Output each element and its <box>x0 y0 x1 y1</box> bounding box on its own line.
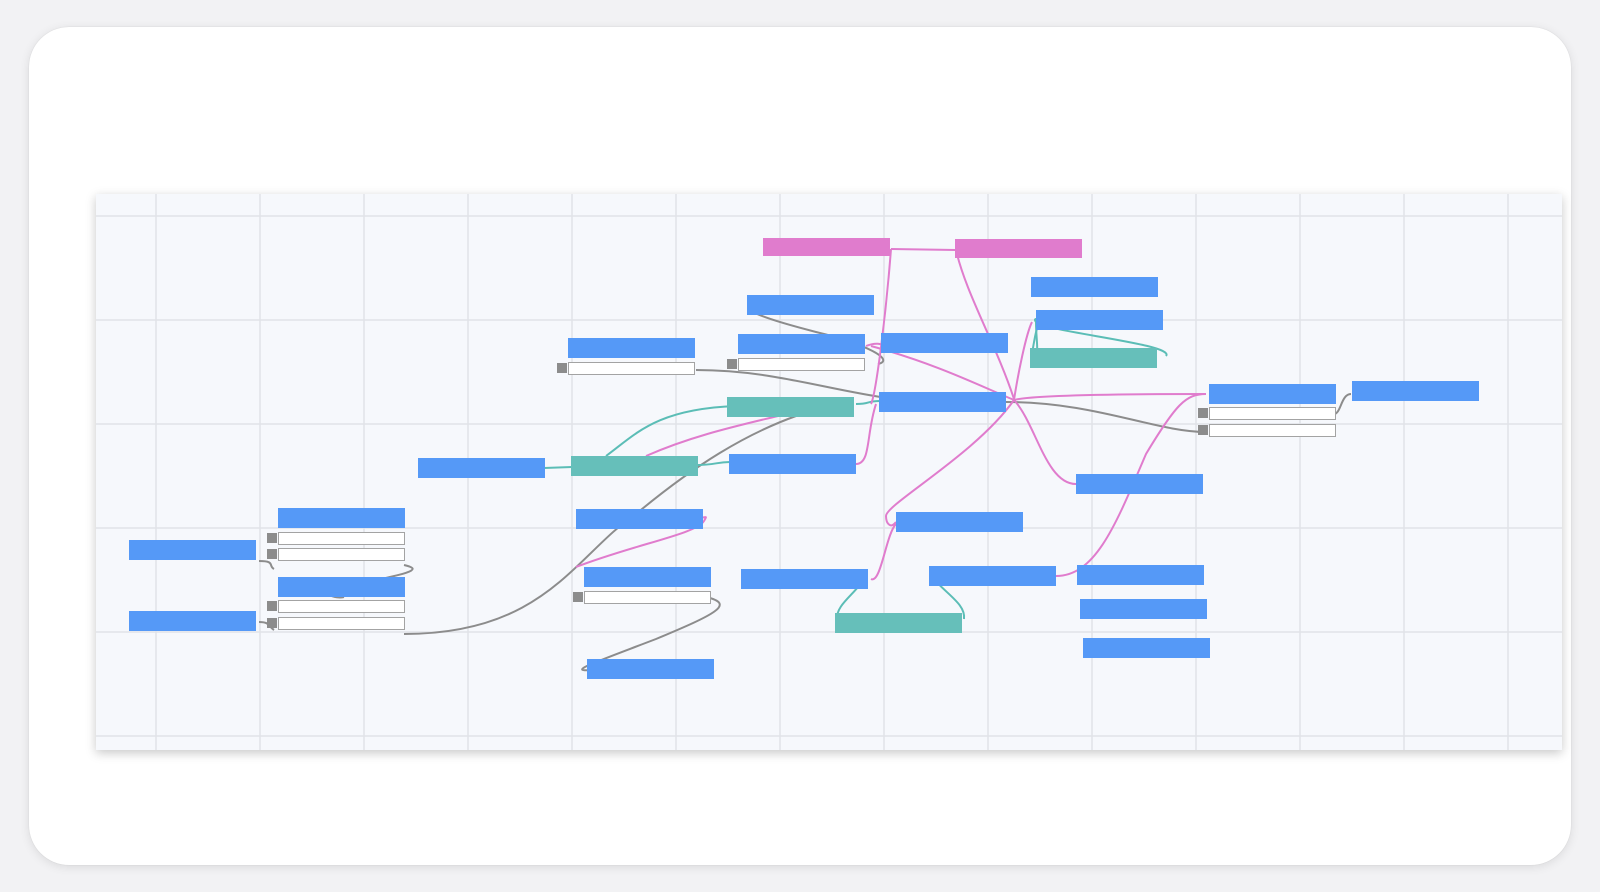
graph-node[interactable] <box>881 333 1008 353</box>
node-port[interactable] <box>557 363 567 373</box>
node-port[interactable] <box>727 359 737 369</box>
graph-node[interactable] <box>576 509 703 529</box>
graph-node[interactable] <box>587 659 714 679</box>
node-port[interactable] <box>1198 408 1208 418</box>
graph-node[interactable] <box>278 508 405 528</box>
teal-edges <box>543 317 1168 620</box>
graph-node[interactable] <box>568 338 695 358</box>
node-port[interactable] <box>573 592 583 602</box>
graph-node[interactable] <box>418 458 545 478</box>
graph-node[interactable] <box>129 540 256 560</box>
node-field[interactable] <box>278 548 405 561</box>
graph-node[interactable] <box>1080 599 1207 619</box>
node-field[interactable] <box>1209 407 1336 420</box>
graph-node[interactable] <box>955 239 1082 258</box>
node-port[interactable] <box>267 601 277 611</box>
graph-node[interactable] <box>1352 381 1479 401</box>
graph-node[interactable] <box>727 397 854 417</box>
node-port[interactable] <box>267 549 277 559</box>
graph-node[interactable] <box>129 611 256 631</box>
node-field[interactable] <box>278 532 405 545</box>
graph-node[interactable] <box>1076 474 1203 494</box>
graph-node[interactable] <box>879 392 1006 412</box>
node-port[interactable] <box>267 533 277 543</box>
grid-lines <box>96 194 1562 750</box>
graph-node[interactable] <box>571 456 698 476</box>
graph-node[interactable] <box>1077 565 1204 585</box>
node-graph-canvas[interactable] <box>96 194 1562 750</box>
node-field[interactable] <box>278 600 405 613</box>
graph-node[interactable] <box>729 454 856 474</box>
graph-node[interactable] <box>1209 384 1336 404</box>
node-field[interactable] <box>278 617 405 630</box>
graph-node[interactable] <box>1083 638 1210 658</box>
graph-node[interactable] <box>747 295 874 315</box>
graph-node[interactable] <box>1030 348 1157 368</box>
node-port[interactable] <box>1198 425 1208 435</box>
graph-node[interactable] <box>584 567 711 587</box>
window-card <box>29 27 1571 865</box>
graph-node[interactable] <box>1031 277 1158 297</box>
graph-node[interactable] <box>741 569 868 589</box>
node-port[interactable] <box>267 618 277 628</box>
node-field[interactable] <box>568 362 695 375</box>
graph-node[interactable] <box>835 613 962 633</box>
node-field[interactable] <box>1209 424 1336 437</box>
node-field[interactable] <box>584 591 711 604</box>
graph-node[interactable] <box>896 512 1023 532</box>
graph-node[interactable] <box>763 238 890 256</box>
graph-node[interactable] <box>1036 310 1163 330</box>
graph-node[interactable] <box>278 577 405 597</box>
node-field[interactable] <box>738 358 865 371</box>
graph-node[interactable] <box>738 334 865 354</box>
graph-node[interactable] <box>929 566 1056 586</box>
